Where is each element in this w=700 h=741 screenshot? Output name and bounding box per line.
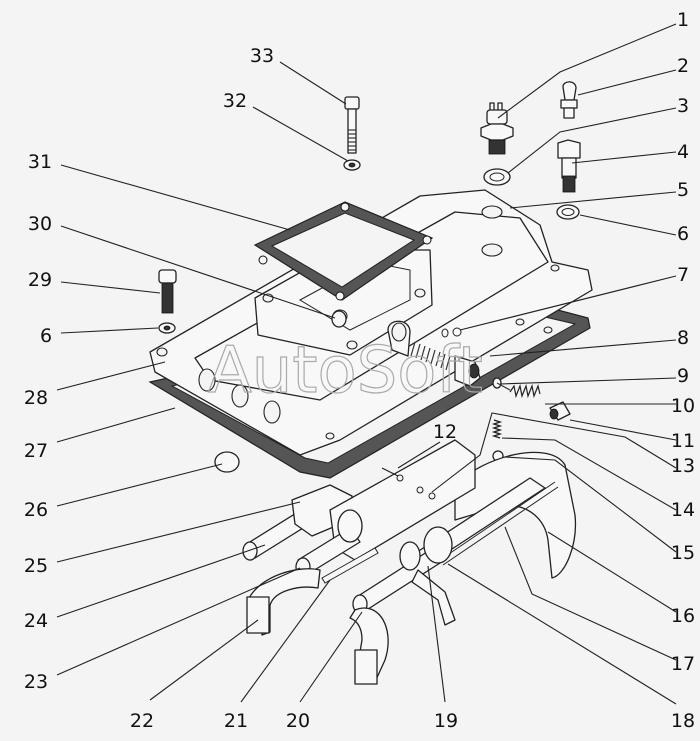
callout-label-4: 4 [677,141,689,163]
callout-label-12: 12 [433,421,457,443]
leader-line-15 [504,456,677,553]
callout-label-22: 22 [130,710,154,732]
callout-label-6b: 6 [40,325,52,347]
leader-line-2 [577,69,677,96]
callout-label-23: 23 [24,671,48,693]
spring-washer-6-left [158,322,176,334]
leader-line-14 [501,437,677,511]
callout-label-16: 16 [671,605,695,627]
shift-mechanism [242,439,577,685]
callout-label-18: 18 [671,710,695,732]
callout-label-6a: 6 [677,223,689,245]
callout-label-32: 32 [223,90,247,112]
leader-line-3 [507,107,677,174]
leader-line-19 [427,565,446,703]
callout-label-31: 31 [28,151,52,173]
leader-line-1 [497,23,677,119]
leader-line-20 [299,611,363,703]
callout-label-7: 7 [677,264,689,286]
leader-line-26 [56,463,223,507]
leader-line-24 [56,544,266,618]
breather-2 [560,81,578,119]
plunger-9 [492,377,511,391]
leader-line-29 [60,281,161,294]
cover-housing [149,189,593,456]
leader-line-13 [431,412,677,493]
callout-label-21: 21 [224,710,248,732]
bolt-33 [344,96,360,154]
leader-line-27 [56,407,176,443]
leader-line-4 [571,151,677,164]
callout-label-2: 2 [677,55,689,77]
washer-3 [483,168,511,186]
bushing-30 [331,310,347,328]
leader-line-8 [489,339,677,357]
leader-line-6b [60,327,159,334]
callout-label-9: 9 [677,365,689,387]
leader-line-18 [447,563,677,705]
bolt-29 [158,269,177,314]
callout-label-13: 13 [671,455,695,477]
leader-line-9 [499,377,677,385]
callout-label-17: 17 [671,653,695,675]
leader-line-7 [459,275,677,331]
upper-gasket [253,201,434,301]
leader-line-6a [579,214,677,236]
callout-label-33: 33 [250,45,274,67]
callout-label-11: 11 [671,430,695,452]
callout-label-19: 19 [434,710,458,732]
switch-1 [480,102,514,155]
callout-label-1: 1 [677,9,689,31]
leader-line-21 [240,579,331,703]
callout-labels: 1234567891011121314151617181920212223242… [24,9,695,732]
leader-line-30 [60,225,336,319]
leader-line-32 [252,106,349,162]
callout-label-5: 5 [677,179,689,201]
callout-label-27: 27 [24,440,48,462]
spring-14 [491,419,503,439]
watermark: AutoSoft [208,334,483,408]
leader-line-28 [56,361,166,391]
leader-line-23 [56,567,301,676]
callout-label-30: 30 [28,213,52,235]
callout-label-8: 8 [677,327,689,349]
callout-label-26: 26 [24,499,48,521]
callout-label-29: 29 [28,269,52,291]
leader-line-11 [569,419,677,441]
leader-line-22 [149,619,259,701]
callout-label-14: 14 [671,499,695,521]
leader-line-17 [504,526,677,661]
callout-label-25: 25 [24,555,48,577]
leader-line-16 [547,531,677,613]
callout-label-20: 20 [286,710,310,732]
plug-26 [214,451,240,473]
leader-line-5 [509,191,677,209]
washer-hole [348,162,356,168]
leader-line-25 [56,501,301,563]
leader-line-31 [60,164,291,231]
callout-label-24: 24 [24,610,48,632]
leader-line-12 [397,441,441,469]
callout-label-28: 28 [24,387,48,409]
spring-washer-6 [556,204,580,220]
callout-label-3: 3 [677,95,689,117]
spring-10 [509,383,541,399]
leader-line-33 [279,61,347,105]
callout-label-10: 10 [671,395,695,417]
callout-label-15: 15 [671,542,695,564]
